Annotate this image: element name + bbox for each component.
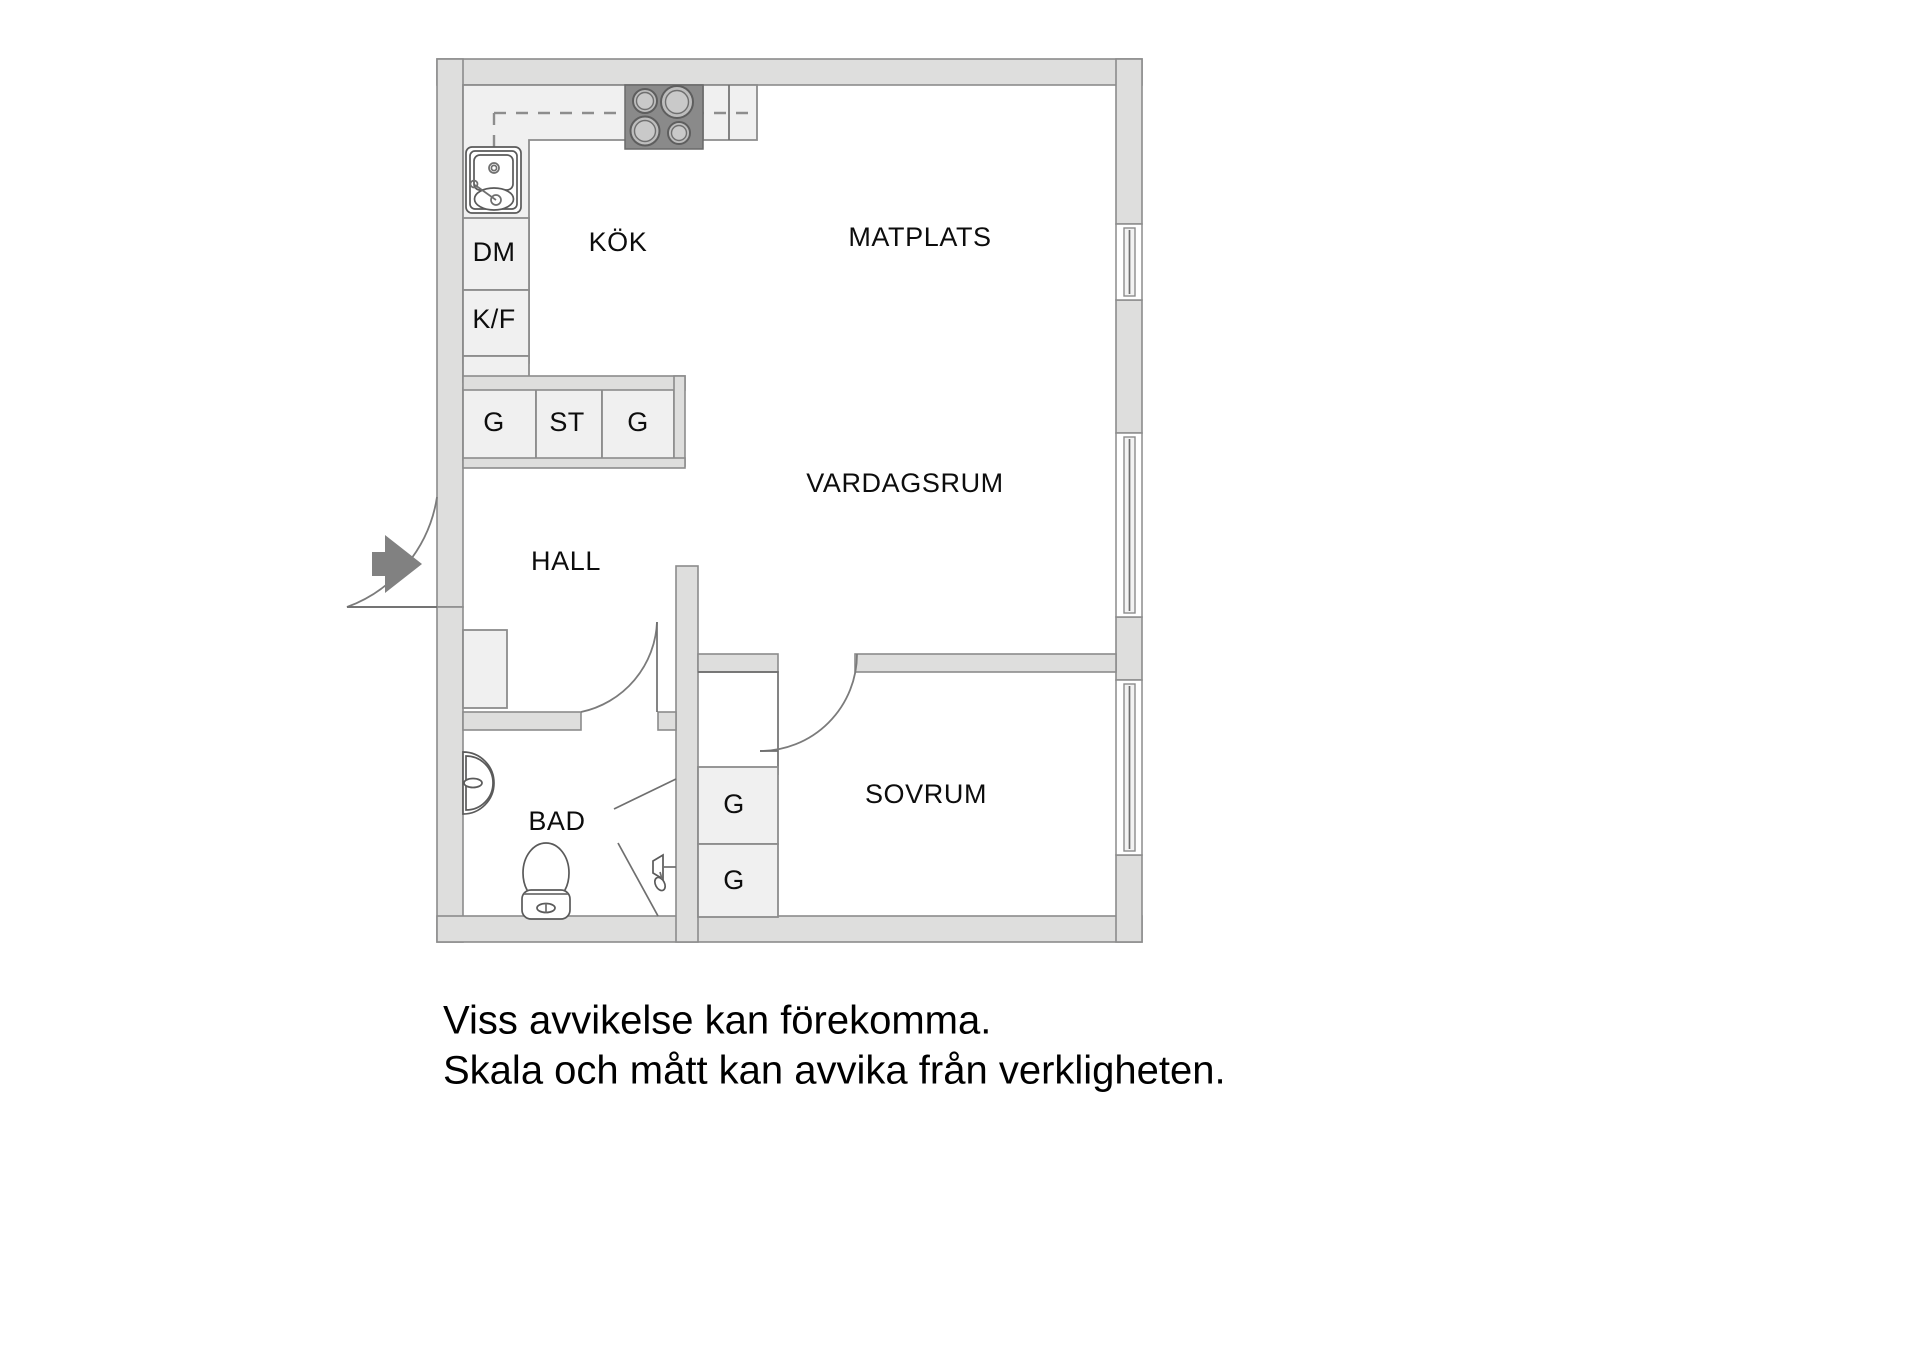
exterior-walls [436,58,1143,943]
room-label-kok: KÖK [589,227,648,257]
hall-wardrobe-row [462,375,686,469]
fixture-label-kf: K/F [472,304,515,334]
hall-cabinet [462,629,508,709]
room-label-matplats: MATPLATS [848,222,991,252]
window-living [1115,432,1143,618]
room-label-sovrum: SOVRUM [865,779,987,809]
fixture-label-g4: G [723,865,744,895]
window-bedroom [1115,679,1143,856]
bedroom-closet-recess [698,671,779,775]
disclaimer-line-2: Skala och mått kan avvika från verklighe… [443,1049,1226,1093]
stove-cooktop-icon [624,84,704,150]
kitchen-sink-icon [465,146,522,214]
entrance-door[interactable] [346,496,438,608]
bedroom-wardrobe-upper [697,766,779,845]
fixture-label-dm: DM [473,237,516,267]
shower-head-icon [652,853,676,892]
bathroom-door[interactable] [580,621,658,713]
fixture-label-g3: G [723,789,744,819]
fixture-label-st: ST [549,407,584,437]
counter-seams [702,85,730,140]
toilet-icon [521,842,571,920]
bedroom-door[interactable] [759,653,858,752]
entry-direction-arrow-icon [372,535,422,593]
disclaimer-line-1: Viss avvikelse kan förekomma. [443,999,991,1043]
bedroom-wardrobe-lower [697,843,779,918]
fixture-label-g1: G [483,407,504,437]
room-label-bad: BAD [528,806,585,836]
room-label-vardagsrum: VARDAGSRUM [806,468,1004,498]
fixture-label-g2: G [627,407,648,437]
interior-walls [462,565,1117,943]
window-dining [1115,223,1143,301]
shower-area [613,778,677,917]
washbasin-icon [462,751,495,815]
room-label-hall: HALL [531,546,601,576]
